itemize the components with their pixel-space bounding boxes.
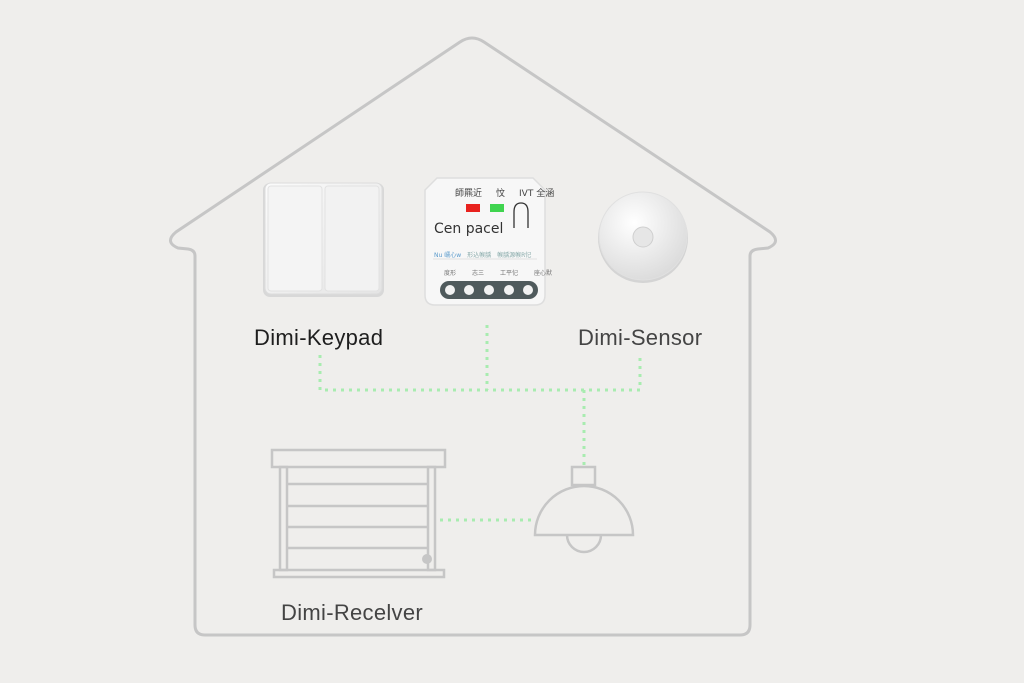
- house-outline: [169, 36, 777, 637]
- module-top-label: IVT 全涵: [519, 189, 555, 199]
- terminal-screws: [445, 285, 533, 295]
- antenna-icon: [513, 202, 529, 228]
- sensor-label: Dimi-Sensor: [578, 325, 703, 350]
- module-info: Nu 嶿心w: [434, 252, 462, 259]
- sensor-lens: [632, 226, 654, 248]
- terminal-label: 度形: [444, 270, 457, 277]
- terminal-label: 工平忋: [500, 270, 519, 277]
- terminal-label: 志三: [472, 270, 485, 277]
- module-top-label: 忟: [496, 189, 506, 199]
- module-info: 形込帿龋: [467, 252, 492, 259]
- terminal-label: 座心默: [534, 270, 553, 277]
- status-led-green: [490, 204, 504, 212]
- status-led-red: [466, 204, 480, 212]
- module-info: 帿龋源帿R忋: [497, 252, 532, 259]
- module-top-label: 師羆近: [455, 189, 483, 199]
- module-top-labels: 師羆近 忟 IVT 全涵: [455, 186, 554, 199]
- module-info-row: Nu 嶿心w 形込帿龋 帿龋源帿R忋: [434, 250, 531, 259]
- central-panel-module: [424, 177, 546, 306]
- keypad-left-button[interactable]: [267, 185, 323, 292]
- keypad-label: Dimi-Keypad: [254, 325, 384, 350]
- dimi-keypad-device[interactable]: [263, 182, 384, 297]
- keypad-right-button[interactable]: [324, 185, 380, 292]
- link-keypad-sensor: [318, 355, 642, 392]
- module-title: Cen pacel: [434, 221, 504, 237]
- wireless-links: [318, 325, 642, 522]
- ceiling-lamp-icon: [533, 465, 635, 554]
- receiver-label: Dimi-Recelver: [281, 600, 424, 625]
- dimi-sensor-device[interactable]: [598, 191, 688, 283]
- window-blind-icon: [270, 448, 447, 579]
- module-terminal-labels: 度形 志三 工平忋 座心默: [444, 268, 552, 277]
